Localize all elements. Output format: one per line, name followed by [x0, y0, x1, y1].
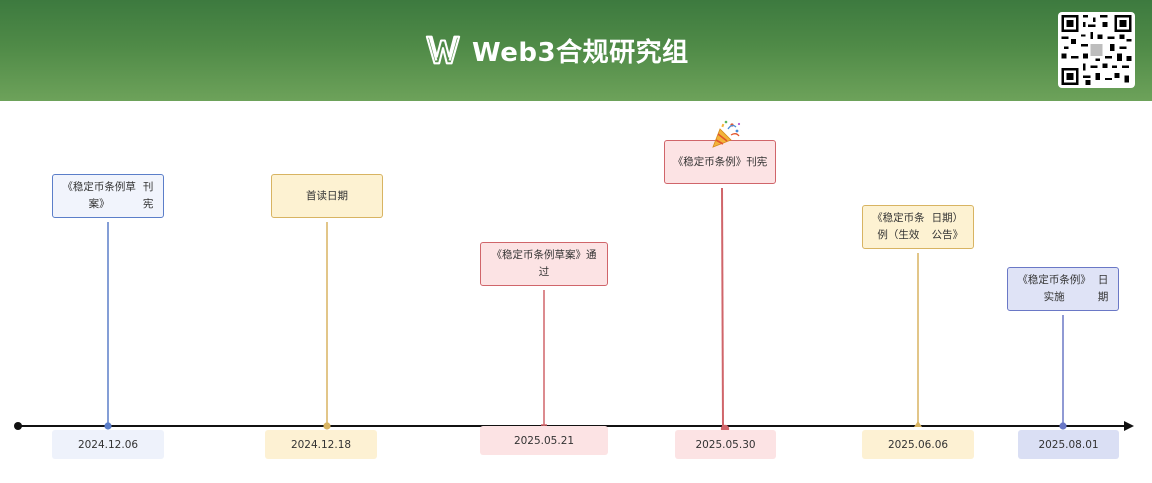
event-label-line: 刊宪: [142, 181, 154, 210]
date-badge: 2025.05.30: [675, 430, 776, 459]
date-badge: 2024.12.18: [265, 430, 377, 459]
w-logo-icon: [425, 35, 461, 65]
event-label-line: 首读日期: [306, 189, 348, 202]
event-label: 《稳定币条例》实施 日期: [1007, 267, 1119, 311]
axis-arrow-icon: [1124, 421, 1134, 431]
event-label-line: 《稳定币条例（生效: [872, 212, 925, 241]
date-badge: 2025.08.01: [1018, 430, 1119, 459]
event-label-line: 《稳定币条例》刊宪: [672, 155, 768, 168]
event-label-line: 《稳定币条例》实施: [1017, 274, 1091, 303]
event-label: 首读日期: [271, 174, 383, 218]
timeline-canvas: [0, 101, 1152, 483]
date-badge: 2025.05.21: [480, 426, 608, 455]
event-label-line: 《稳定币条例草案》: [62, 181, 136, 210]
date-badge: 2025.06.06: [862, 430, 974, 459]
event-label: 《稳定币条例草案》 刊宪: [52, 174, 164, 218]
timeline-connectors: [14, 187, 1134, 434]
event-marker: [104, 422, 112, 430]
event-connector: [721, 187, 724, 427]
event-label-line: 日期: [1097, 274, 1109, 303]
event-marker: [914, 421, 922, 427]
axis-start-dot: [14, 422, 22, 430]
event-label-line: 《稳定币条例草案》通过: [491, 249, 597, 278]
event-label: 《稳定币条例草案》通过: [480, 242, 608, 286]
date-badge: 2024.12.06: [52, 430, 164, 459]
page-title: Web3合规研究组: [472, 37, 689, 68]
event-label: 《稳定币条例》刊宪: [664, 140, 776, 184]
brand: Web3合规研究组: [424, 28, 689, 72]
qr-code-icon: [1058, 12, 1135, 88]
party-popper-icon: [712, 120, 741, 148]
event-marker: [323, 422, 331, 430]
event-marker: [1059, 422, 1067, 430]
header-banner: Web3合规研究组: [0, 0, 1152, 101]
event-label-line: 日期）公告》: [931, 212, 964, 241]
event-label: 《稳定币条例（生效 日期）公告》: [862, 205, 974, 249]
